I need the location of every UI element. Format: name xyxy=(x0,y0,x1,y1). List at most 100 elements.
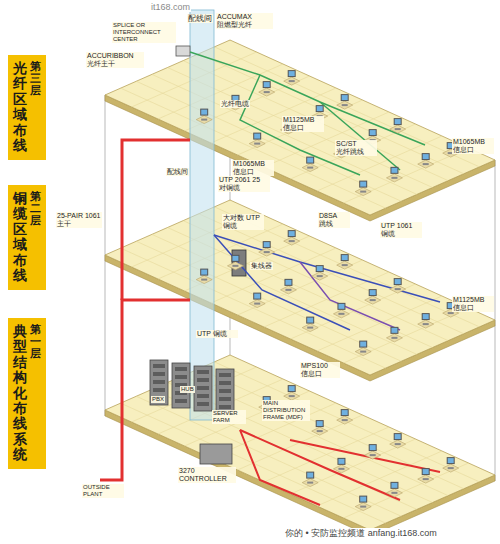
monitor-screen xyxy=(395,279,401,284)
callout-label: 配线间 xyxy=(166,168,189,176)
floor-plate xyxy=(105,40,495,215)
monitor-screen xyxy=(307,158,313,163)
desk xyxy=(355,503,371,511)
workstation-icon xyxy=(355,341,371,356)
cable-run xyxy=(300,262,400,330)
desk xyxy=(418,320,434,328)
monitor-screen xyxy=(395,434,401,439)
monitor xyxy=(341,254,349,261)
workstation-icon xyxy=(333,303,349,318)
monitor xyxy=(341,409,349,416)
desk xyxy=(284,77,300,85)
monitor-screen xyxy=(391,168,397,173)
floor-number: 第二层 xyxy=(30,191,41,227)
rack-unit xyxy=(175,367,187,371)
workstation-icon xyxy=(365,444,381,459)
desk xyxy=(386,174,402,182)
floor-title: 铜缆区域布线 xyxy=(13,191,27,283)
monitor xyxy=(422,468,430,475)
monitor xyxy=(200,109,208,116)
keyboard xyxy=(342,264,348,266)
monitor-screen xyxy=(395,119,401,124)
rack-unit xyxy=(197,370,209,374)
monitor xyxy=(288,230,296,237)
monitor xyxy=(390,327,398,334)
floor-grid xyxy=(214,207,479,327)
callout-label: UTP 1061 铜缆 xyxy=(380,222,422,238)
desk xyxy=(386,489,402,497)
callout-label: HUB xyxy=(180,386,195,393)
monitor-screen xyxy=(360,342,366,347)
monitor-screen xyxy=(423,154,429,159)
monitor-screen xyxy=(342,410,348,415)
desk xyxy=(418,160,434,168)
keyboard xyxy=(289,240,295,242)
rack-unit xyxy=(219,405,231,409)
monitor-screen xyxy=(307,473,313,478)
monitor xyxy=(316,420,324,427)
monitor-screen xyxy=(391,483,397,488)
callout-label: it168.com xyxy=(150,2,191,12)
floor-grid xyxy=(344,308,469,363)
floor-grid xyxy=(183,61,448,181)
desk xyxy=(259,248,275,256)
floor-grid xyxy=(211,88,336,143)
callout-label: SC/ST 光纤跳线 xyxy=(335,140,377,156)
workstation-icon xyxy=(386,167,402,182)
keyboard xyxy=(338,313,344,315)
cable-run xyxy=(190,52,425,145)
controller-box xyxy=(200,444,232,464)
keyboard xyxy=(338,468,344,470)
desk xyxy=(196,276,212,284)
workstation-icon xyxy=(259,81,275,96)
desk xyxy=(302,164,318,172)
monitor-screen xyxy=(342,255,348,260)
monitor xyxy=(359,181,367,188)
workstation-icon xyxy=(337,94,353,109)
monitor-screen xyxy=(201,270,207,275)
rack-unit xyxy=(197,394,209,398)
keyboard xyxy=(317,430,323,432)
rack-unit xyxy=(219,397,231,401)
desk xyxy=(390,440,406,448)
floor-grid xyxy=(344,463,469,518)
workstation-icon xyxy=(280,279,296,294)
rack-unit xyxy=(175,375,187,379)
splice-box xyxy=(176,46,190,56)
keyboard xyxy=(289,395,295,397)
callout-label: 3270 CONTROLLER xyxy=(178,467,236,483)
keyboard xyxy=(285,289,291,291)
desk xyxy=(390,125,406,133)
rack-unit xyxy=(175,399,187,403)
equipment-rack xyxy=(194,366,212,411)
workstation-icon xyxy=(284,385,300,400)
keyboard xyxy=(317,275,323,277)
monitor xyxy=(288,385,296,392)
callout-label: PBX xyxy=(151,396,165,403)
monitor-screen xyxy=(423,314,429,319)
desk xyxy=(365,451,381,459)
monitor xyxy=(263,81,271,88)
cable-run xyxy=(240,430,320,505)
cable-run xyxy=(214,235,350,330)
monitor xyxy=(316,265,324,272)
floor-grid xyxy=(183,221,448,341)
workstation-icon xyxy=(302,157,318,172)
monitor xyxy=(390,167,398,174)
monitor xyxy=(306,472,314,479)
callout-label: ACCURIBBON 光纤主干 xyxy=(86,52,144,68)
monitor xyxy=(369,289,377,296)
cable-run xyxy=(100,300,190,480)
floor-grid xyxy=(264,427,389,482)
monitor xyxy=(394,118,402,125)
floor-band: 第二层铜缆区域布线 xyxy=(8,185,46,290)
desk xyxy=(312,272,328,280)
workstation-icon xyxy=(355,496,371,511)
monitor xyxy=(231,255,239,262)
monitor xyxy=(253,133,261,140)
workstation-icon xyxy=(386,327,402,342)
floor-grid xyxy=(291,439,416,494)
desk xyxy=(390,285,406,293)
workstation-icon xyxy=(390,278,406,293)
